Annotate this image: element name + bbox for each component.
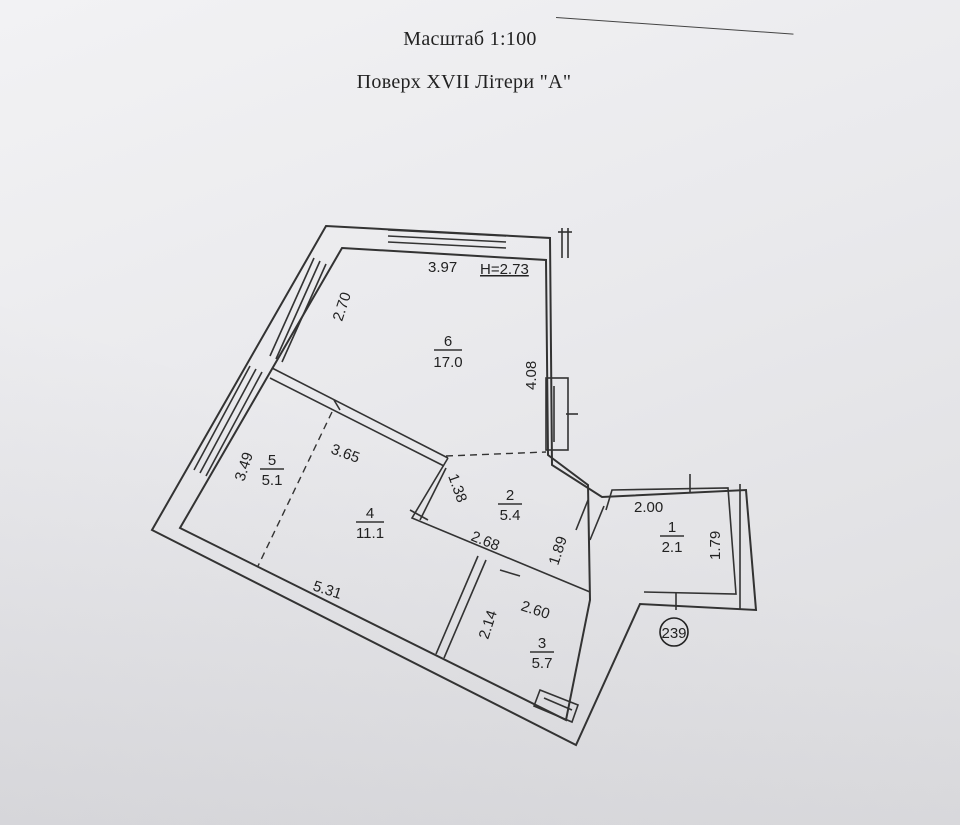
dimension-label: 3.49 bbox=[232, 450, 257, 483]
room-4-label: 4 11.1 bbox=[356, 505, 384, 542]
partition-6-5-4 bbox=[269, 367, 449, 467]
scale-label: Масштаб 1:100 bbox=[403, 28, 537, 50]
window-top bbox=[387, 228, 572, 258]
dimension-label: 2.14 bbox=[476, 608, 501, 641]
room-5-label: 5 5.1 bbox=[260, 452, 284, 489]
window-left-lower bbox=[193, 365, 263, 477]
inner-wall bbox=[178, 246, 592, 722]
boundary-5-4 bbox=[257, 411, 333, 567]
room-number: 5 bbox=[268, 452, 276, 469]
ventilation-niche bbox=[545, 377, 578, 451]
floor-label: Поверх XVII Літери "А" bbox=[356, 71, 572, 93]
room-area: 5.7 bbox=[532, 655, 553, 672]
dimension-label: 3.97 bbox=[428, 259, 457, 276]
dimension-label: 2.60 bbox=[519, 598, 552, 623]
room-6-label: 6 17.0 bbox=[433, 333, 462, 371]
room-area: 5.1 bbox=[262, 472, 283, 489]
dimension-label: 1.79 bbox=[707, 531, 724, 560]
room-3-walls bbox=[435, 555, 580, 724]
dimension-label: 2.70 bbox=[330, 290, 355, 323]
room-number: 1 bbox=[668, 519, 676, 536]
corridor-walls bbox=[409, 457, 591, 593]
ceiling-height: H=2.73 bbox=[480, 261, 529, 278]
dimension-label: 4.08 bbox=[523, 361, 540, 390]
dimension-label: 5.31 bbox=[311, 578, 344, 603]
room-number: 4 bbox=[366, 505, 374, 522]
room-number: 2 bbox=[506, 487, 514, 504]
dimension-label: 2.68 bbox=[469, 528, 502, 555]
dimension-label: 1.38 bbox=[444, 472, 470, 505]
room-number: 3 bbox=[538, 635, 546, 652]
room-3-label: 3 5.7 bbox=[530, 635, 554, 672]
room-1-label: 1 2.1 bbox=[660, 519, 684, 556]
apartment-number-circle bbox=[659, 617, 689, 647]
room-area: 11.1 bbox=[356, 525, 384, 542]
room-area: 5.4 bbox=[500, 507, 521, 524]
dimension-label: 3.65 bbox=[329, 441, 362, 467]
outer-wall bbox=[150, 224, 758, 747]
room-area: 17.0 bbox=[433, 354, 462, 371]
room-2-label: 2 5.4 bbox=[498, 487, 522, 524]
dimension-label: 2.00 bbox=[634, 499, 663, 516]
boundary-6-2 bbox=[445, 451, 547, 457]
room-area: 2.1 bbox=[662, 539, 683, 556]
window-left-upper bbox=[269, 257, 327, 363]
room-number: 6 bbox=[444, 333, 452, 350]
dimension-label: 1.89 bbox=[546, 534, 571, 567]
room-1-walls bbox=[575, 474, 741, 610]
apartment-number: 239 bbox=[661, 625, 686, 642]
